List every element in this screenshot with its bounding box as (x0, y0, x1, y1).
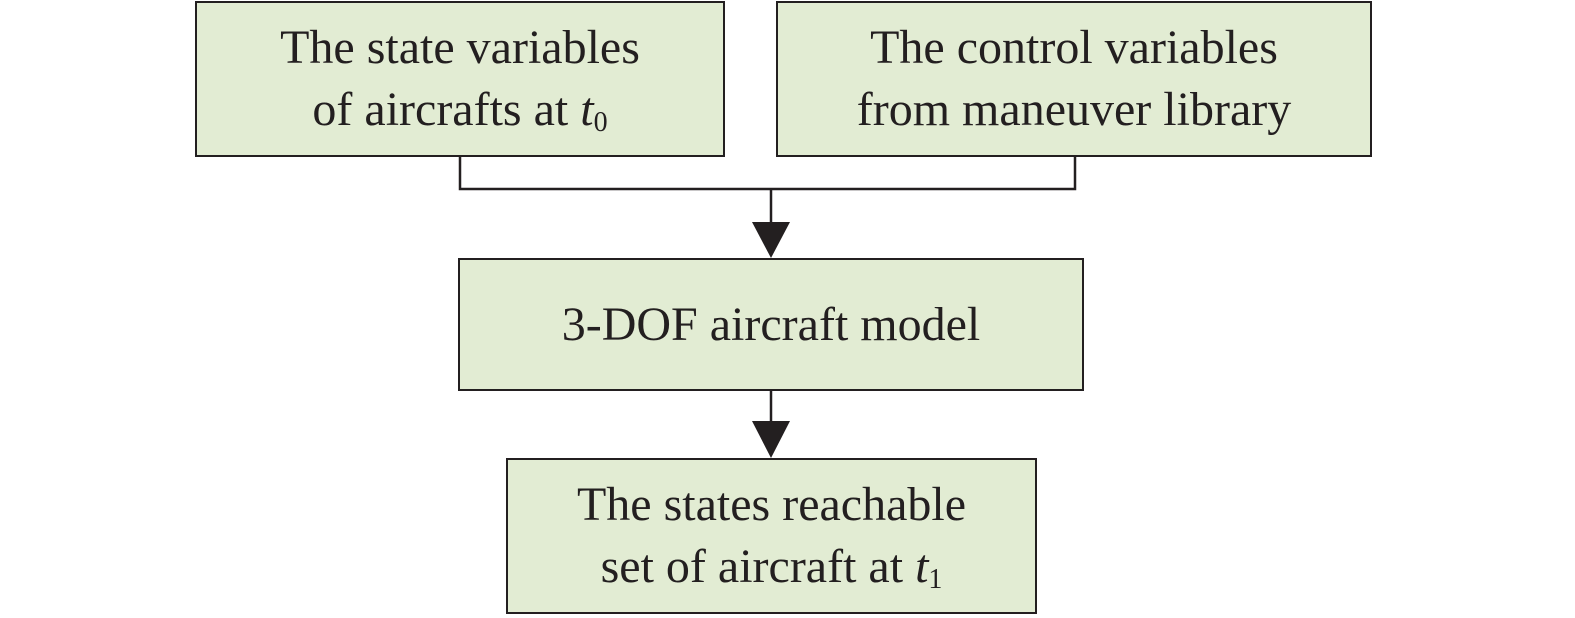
reach-box-line-1: The states reachable (576, 478, 967, 531)
control-box-line-1: The control variables (870, 21, 1278, 74)
model-box-line-1: 3-DOF aircraft model (561, 297, 981, 351)
control-box-line-2: from maneuver library (856, 83, 1292, 136)
state-box-line-2: of aircrafts at t0 (312, 79, 607, 141)
reach-box-line-2: set of aircraft at t1 (601, 536, 943, 598)
state-box-line-2-text: of aircrafts at (312, 83, 581, 136)
arrow-to-reach-head (752, 421, 790, 458)
reach-box-time-sub: 1 (928, 564, 943, 595)
control-variables-box: The control variables from maneuver libr… (776, 1, 1372, 157)
merge-connector (458, 157, 1077, 191)
state-box-time-sub: 0 (593, 107, 608, 138)
aircraft-model-box: 3-DOF aircraft model (458, 258, 1084, 391)
reach-box-line-2-text: set of aircraft at (600, 540, 916, 593)
state-box-line-1: The state variables (280, 21, 640, 74)
reach-box-time-var: t (915, 540, 929, 593)
arrow-to-model-head (752, 222, 790, 258)
reachable-set-box: The states reachable set of aircraft at … (506, 458, 1037, 614)
state-variables-box: The state variables of aircrafts at t0 (195, 1, 725, 157)
state-box-time-var: t (580, 83, 594, 136)
